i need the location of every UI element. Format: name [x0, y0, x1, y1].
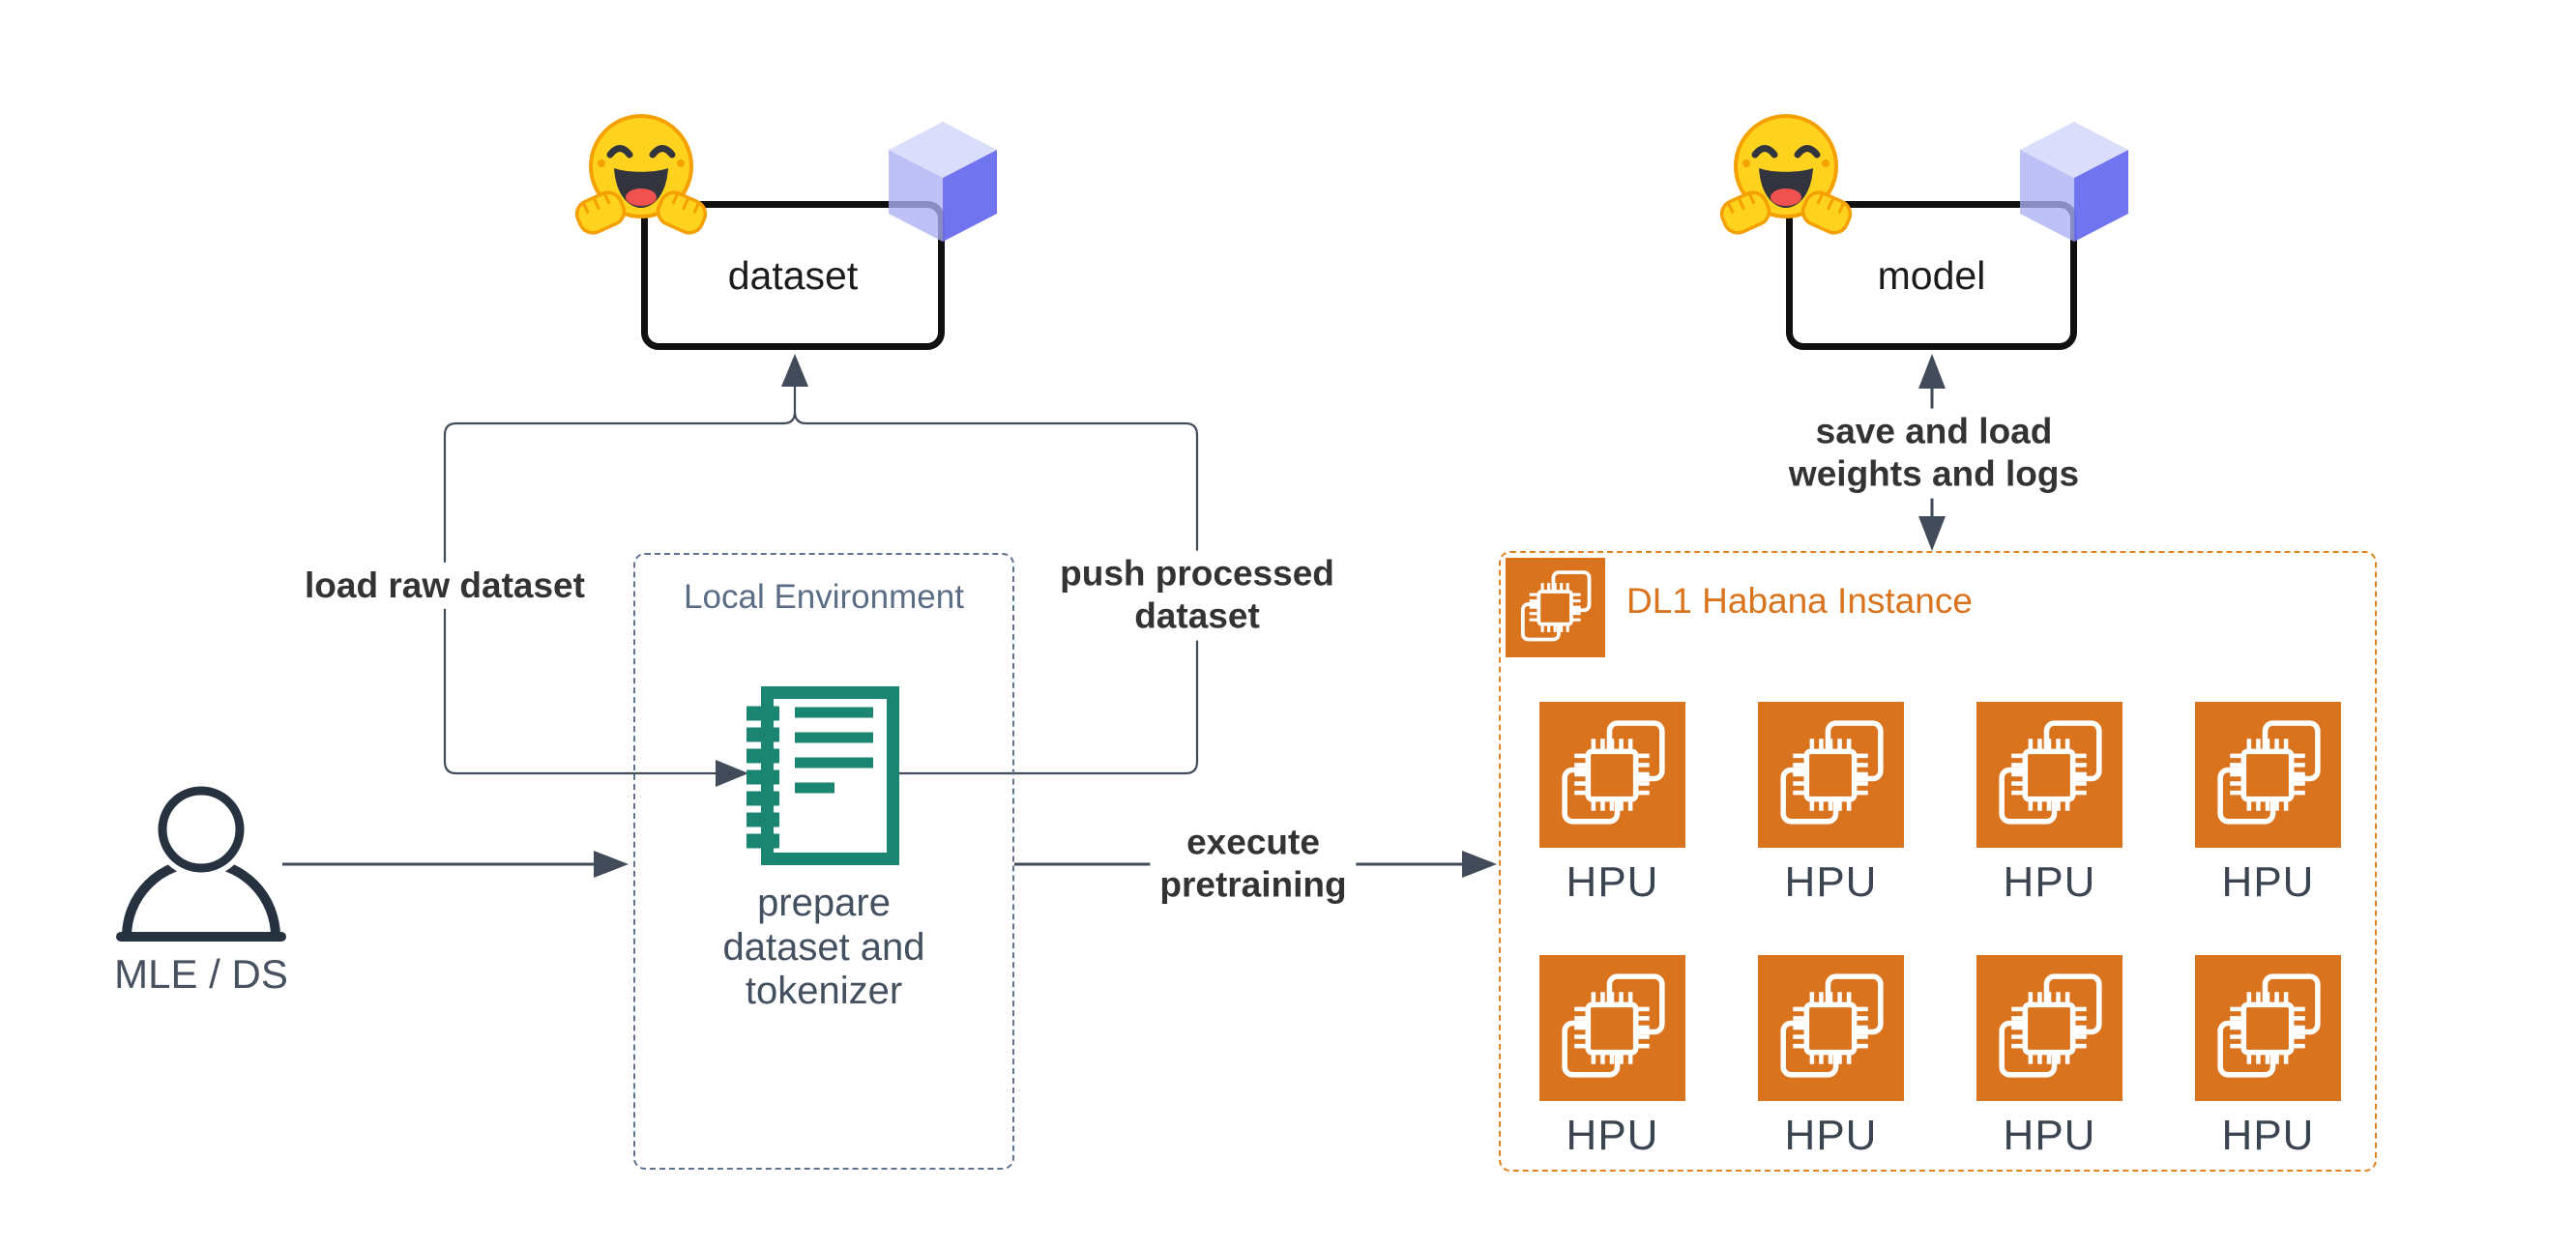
hugging-face-icon [573, 108, 709, 244]
hpu-chip-icon [1758, 955, 1904, 1101]
arrowhead-into-notebook [716, 760, 748, 787]
dl1-instance-box [1499, 551, 2377, 1172]
hpu-label: HPU [2221, 858, 2315, 906]
hugging-face-icon [1718, 108, 1854, 244]
hpu-label: HPU [1784, 1112, 1878, 1159]
hub-dataset-box: dataset [641, 201, 945, 350]
arrowhead-into-dataset [781, 354, 808, 387]
hpu-chip-icon [1976, 955, 2122, 1101]
hpu-label: HPU [1784, 858, 1878, 906]
hub-dataset-label: dataset [727, 252, 859, 298]
local-environment-title: Local Environment [684, 578, 964, 616]
hpu-label: HPU [2003, 1112, 2096, 1159]
hpu-chip-icon [1539, 702, 1685, 848]
cube-icon [2020, 122, 2128, 242]
hpu-chip-icon [2195, 955, 2341, 1101]
hpu-chip-icon [1976, 702, 2122, 848]
hpu-chip-icon [1758, 702, 1904, 848]
person-icon [116, 781, 286, 942]
load-raw-dataset-label: load raw dataset [295, 562, 595, 610]
arrowhead-into-dl1 [1462, 851, 1497, 878]
cube-icon [889, 122, 997, 242]
dl1-badge-chip-icon [1506, 558, 1605, 657]
hpu-label: HPU [2003, 858, 2096, 906]
actor-label: MLE / DS [114, 951, 288, 997]
arrowhead-into-local-env [594, 851, 629, 878]
save-load-weights-label: save and load weights and logs [1778, 408, 2090, 499]
prepare-dataset-label: prepare dataset and tokenizer [722, 882, 925, 1013]
execute-pretraining-label: execute pretraining [1150, 819, 1357, 910]
hpu-label: HPU [1566, 1112, 1659, 1159]
arrowhead-into-dl1-top [1918, 516, 1946, 551]
hpu-chip-icon [1539, 955, 1685, 1101]
push-processed-dataset-label: push processed dataset [1050, 550, 1344, 641]
hpu-label: HPU [2221, 1112, 2315, 1159]
hpu-label: HPU [1566, 858, 1659, 906]
hpu-chip-icon [2195, 702, 2341, 848]
arrowhead-into-model [1918, 354, 1946, 389]
local-environment-box [633, 553, 1014, 1170]
hub-model-label: model [1877, 252, 1986, 298]
dl1-instance-title: DL1 Habana Instance [1626, 581, 1973, 621]
notebook-icon [746, 686, 899, 865]
